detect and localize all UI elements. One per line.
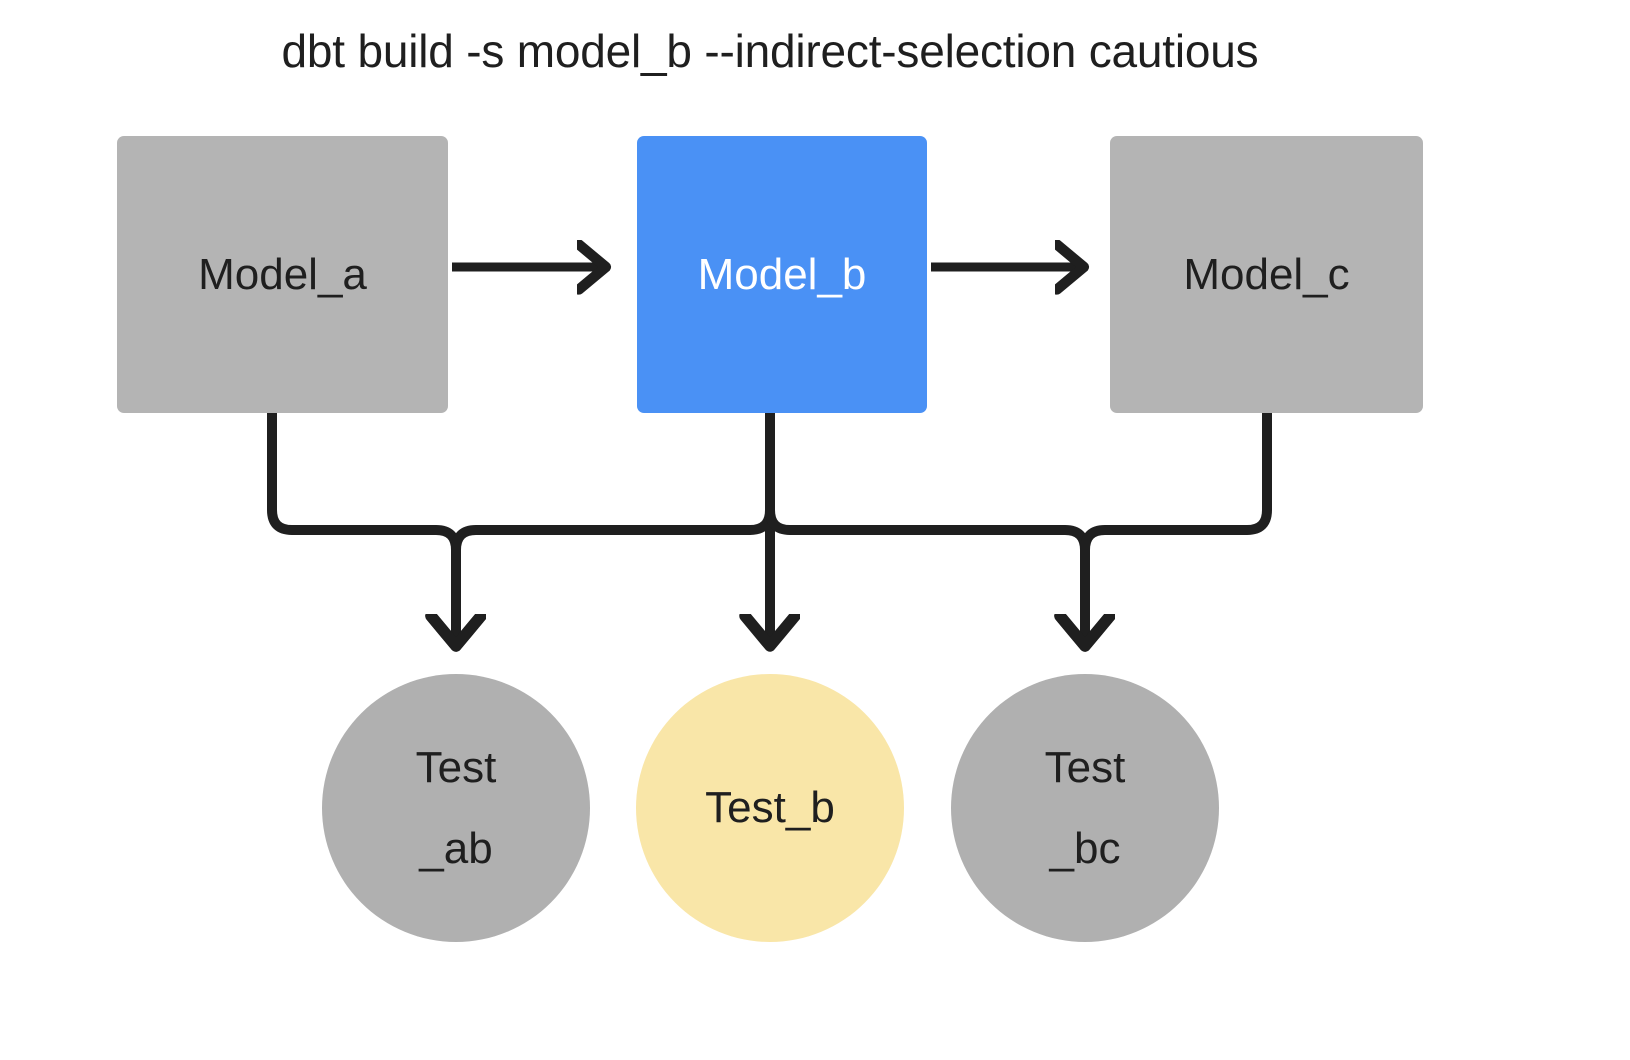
- model-a-box[interactable]: [117, 136, 448, 413]
- edge-model-c-to-test-bc: [1085, 413, 1272, 645]
- test-b-circle[interactable]: [636, 674, 904, 942]
- edge-model-b-to-test-ab: [456, 413, 775, 645]
- test-bc-circle[interactable]: [951, 674, 1219, 942]
- edge-model-b-to-test-bc: [765, 413, 1085, 645]
- edge-lines: [267, 267, 1272, 645]
- edge-model-a-to-test-ab: [267, 413, 456, 645]
- model-c-box[interactable]: [1110, 136, 1423, 413]
- page-title: dbt build -s model_b --indirect-selectio…: [281, 25, 1259, 77]
- test-node-shapes: [322, 674, 1219, 942]
- test-ab-circle[interactable]: [322, 674, 590, 942]
- node-shapes: [117, 136, 1423, 413]
- model-b-box[interactable]: [637, 136, 927, 413]
